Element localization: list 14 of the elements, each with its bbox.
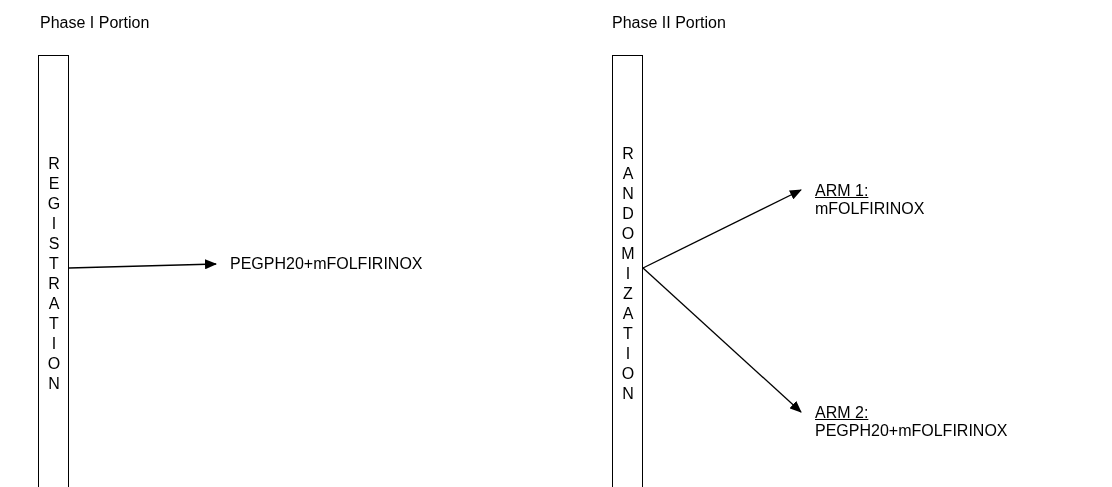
arrow [642, 189, 802, 269]
arrow [68, 259, 217, 270]
randomization-bar [612, 55, 643, 487]
registration-bar [38, 55, 69, 487]
phase-heading: Phase I Portion [40, 14, 150, 32]
phase-heading: Phase II Portion [612, 14, 726, 32]
arm-heading: ARM 1: [815, 182, 870, 200]
arm-treatment: mFOLFIRINOX [815, 200, 925, 218]
vertical-text: REGISTRATION [45, 155, 62, 395]
treatment-label: PEGPH20+mFOLFIRINOX [230, 255, 423, 273]
arrow [642, 267, 802, 413]
arm-treatment: PEGPH20+mFOLFIRINOX [815, 422, 1008, 440]
arm-heading: ARM 2: [815, 404, 870, 422]
vertical-text: RANDOMIZATION [619, 145, 636, 405]
